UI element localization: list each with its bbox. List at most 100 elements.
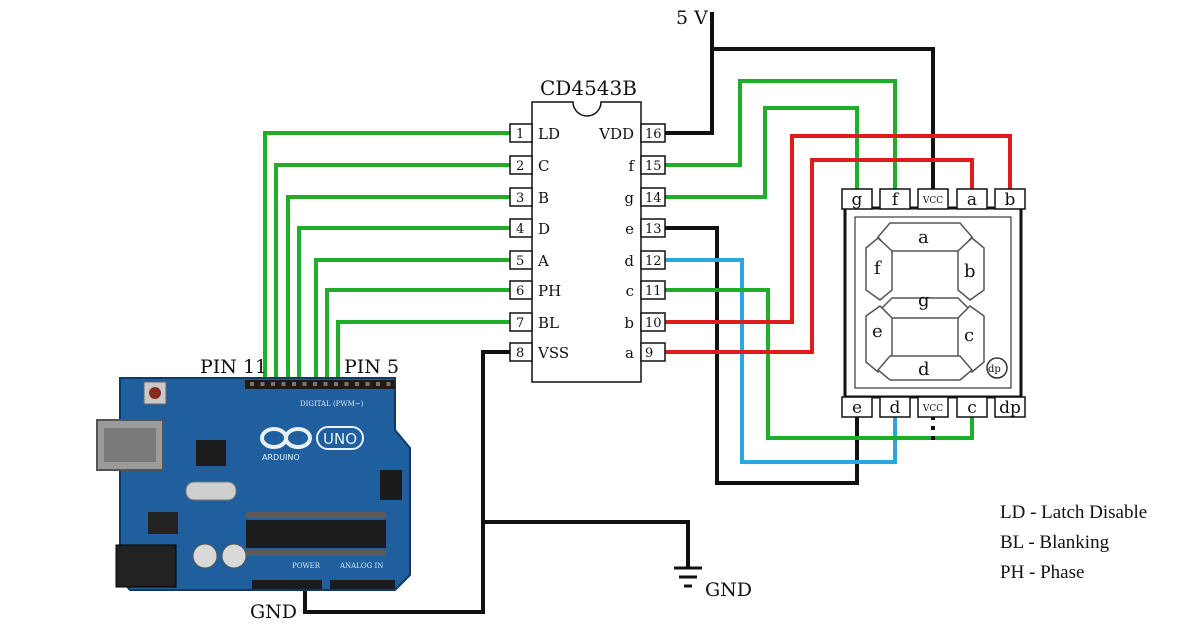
ic-pin-box	[509, 155, 533, 175]
arduino-model: UNO	[323, 430, 357, 448]
wire-vss	[303, 350, 510, 614]
wire-e	[665, 226, 859, 485]
ic-pin-box	[640, 123, 666, 143]
ic-pin-label: LD	[538, 125, 560, 143]
legend-ph: PH - Phase	[1000, 562, 1085, 583]
ic-pin-label: B	[538, 189, 549, 207]
ic-pin-number: 12	[645, 254, 662, 269]
wire-g	[665, 106, 859, 199]
wire-bl	[336, 320, 510, 383]
ic-pin-number: 14	[645, 191, 662, 206]
icsp-header	[380, 470, 402, 500]
arduino-logo	[260, 427, 312, 449]
header-pin	[323, 382, 328, 386]
header-pin	[250, 382, 254, 386]
arduino-power-label: POWER	[292, 562, 321, 570]
ic-pin-number: 16	[645, 127, 662, 142]
pin5-label: PIN 5	[344, 356, 399, 378]
display-pin-box	[917, 188, 949, 210]
ic-pin-number: 7	[516, 316, 524, 331]
legend-ld: LD - Latch Disable	[1000, 502, 1148, 523]
ic-pin-label: VDD	[598, 125, 634, 143]
decimal-point-label: dp	[988, 364, 1001, 375]
power-header	[252, 580, 322, 589]
analog-header	[330, 580, 395, 589]
wire-d	[297, 226, 510, 383]
header-pin	[281, 382, 286, 386]
wire-c-seg	[665, 288, 974, 440]
display-pin-label: b	[1005, 190, 1016, 210]
display-pin-label: dp	[999, 398, 1021, 418]
ic-pin-number: 13	[645, 222, 662, 237]
display-pin-box	[841, 396, 873, 418]
chip-socket-top	[246, 512, 386, 518]
ic-pin-label: BL	[538, 314, 559, 332]
display-pin-label: g	[852, 190, 863, 210]
ic-pin-box	[640, 250, 666, 270]
ic-pin-label: A	[537, 252, 549, 270]
regulator	[148, 512, 178, 534]
display-pin-box	[879, 396, 911, 418]
display-pin-box	[994, 188, 1026, 210]
arduino-digital-label: DIGITAL (PWM~)	[300, 400, 364, 408]
ic-pin-box	[640, 312, 666, 332]
wire-gnd	[483, 520, 690, 568]
ic-pin-box	[509, 280, 533, 300]
header-pin	[355, 382, 359, 386]
ic-pin-box	[509, 342, 533, 362]
wire-b-seg	[665, 134, 1012, 324]
display-pin-box	[917, 396, 949, 418]
segment-label-a: a	[918, 227, 929, 248]
header-pin	[344, 382, 349, 386]
ic-pin-number: 11	[645, 284, 662, 299]
display-pin-box	[956, 188, 988, 210]
ic-pin-box	[509, 250, 533, 270]
ic-pin-label: e	[625, 220, 634, 238]
display-pin-label: VCC	[922, 196, 943, 206]
arduino-brand: ARDUINO	[262, 453, 300, 462]
header-pin	[271, 382, 275, 386]
display-pin-label: a	[967, 190, 977, 210]
display-pin-label: e	[852, 398, 862, 418]
capacitor-1	[192, 543, 218, 569]
ic-pin-number: 6	[516, 284, 524, 299]
uno-badge	[316, 426, 364, 450]
wire-a-seg	[665, 158, 974, 354]
ic-pin-box	[509, 123, 533, 143]
ic-pin-box	[640, 342, 666, 362]
ic-pin-number: 9	[645, 346, 653, 361]
crystal	[185, 481, 237, 501]
arduino-gnd-label: GND	[250, 601, 297, 623]
header-pin	[313, 382, 317, 386]
wires	[263, 12, 1012, 614]
ic-pin-number: 1	[516, 127, 524, 142]
wire-c	[274, 163, 510, 383]
header-pin	[376, 382, 380, 386]
ic-pin-label: PH	[538, 282, 561, 300]
arduino-analog-label: ANALOG IN	[339, 562, 383, 570]
wire-ph	[325, 288, 510, 383]
display-pin-box	[956, 396, 988, 418]
segment-label-c: c	[964, 325, 974, 346]
wire-b	[286, 195, 510, 383]
power-jack	[115, 544, 177, 588]
ic-pin-label: b	[624, 314, 634, 332]
display-pin-box	[879, 188, 911, 210]
usb-chip	[196, 440, 226, 466]
ic-pin-label: a	[625, 344, 634, 362]
display-pin-label: f	[892, 190, 900, 210]
ground-symbol	[674, 566, 702, 588]
wire-5v-main	[665, 12, 714, 135]
legend-bl: BL - Blanking	[1000, 532, 1110, 553]
capacitor-2	[221, 543, 247, 569]
header-pin	[292, 382, 296, 386]
header-pin	[260, 382, 265, 386]
ic-pin-number: 5	[516, 254, 524, 269]
ic-pin-label: C	[538, 157, 549, 175]
segment-label-e: e	[872, 321, 883, 342]
ic-pin-number: 15	[645, 159, 662, 174]
